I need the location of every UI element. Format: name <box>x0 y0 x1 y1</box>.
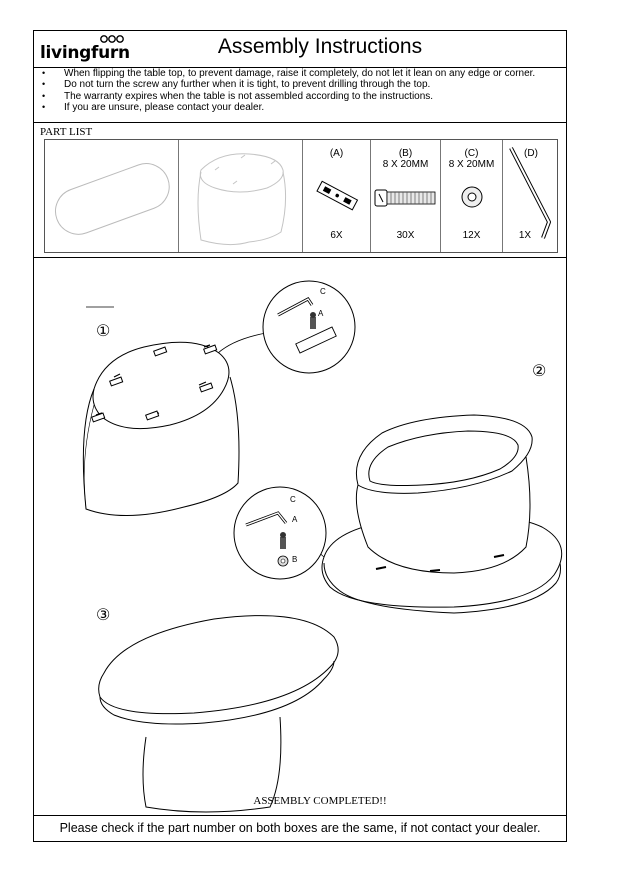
bracket-icon <box>316 180 359 211</box>
top-callout-label-a: A <box>318 309 324 318</box>
bolt-icon <box>374 189 436 207</box>
bottom-callout-label-b: B <box>292 555 298 564</box>
top-callout-circle <box>262 280 356 374</box>
assembly-diagram: ① ② ③ C A C A B ASSEMBLY COMPLETED!! <box>34 257 566 817</box>
bottom-callout-label-c: C <box>290 495 296 504</box>
part-a-code: (A) <box>329 148 344 159</box>
part-b-code: (B) <box>398 148 413 159</box>
part-list-table: (A) 6X (B) 8 X 20MM <box>44 139 558 253</box>
part-table-base <box>179 140 303 252</box>
part-b-spec: 8 X 20MM <box>382 159 429 170</box>
assembly-illustration <box>82 280 563 813</box>
step1-base-upside-down <box>82 341 240 517</box>
assembly-completed-text: ASSEMBLY COMPLETED!! <box>253 795 387 807</box>
footer-notice: Please check if the part number on both … <box>34 815 566 841</box>
part-b-cell: (B) 8 X 20MM 30X <box>371 140 441 252</box>
note-item: The warranty expires when the table is n… <box>34 91 566 103</box>
table-top-illustration <box>55 163 170 235</box>
step3-assembled-table <box>98 615 339 813</box>
header: livingfurn Assembly Instructions <box>34 31 566 68</box>
bottom-callout-circle <box>233 486 327 580</box>
part-list: PART LIST (A) <box>34 123 566 258</box>
logo-dots-icon <box>100 35 124 43</box>
part-table-top <box>45 140 179 252</box>
part-a-qty: 6X <box>330 230 343 241</box>
note-item: If you are unsure, please contact your d… <box>34 102 566 114</box>
part-d-cell: (D) 1X <box>503 140 559 252</box>
brand-name: livingfurn <box>40 43 130 63</box>
part-d-qty: 1X <box>518 230 532 241</box>
step-2-number: ② <box>532 361 547 380</box>
page-title: Assembly Instructions <box>217 35 423 58</box>
part-c-spec: 8 X 20MM <box>448 159 495 170</box>
part-c-code: (C) <box>464 148 479 159</box>
part-c-cell: (C) 8 X 20MM 12X <box>441 140 503 252</box>
part-b-qty: 30X <box>396 230 415 241</box>
washer-icon <box>461 186 483 208</box>
part-d-code: (D) <box>524 148 538 159</box>
part-list-title: PART LIST <box>40 126 93 138</box>
step-3-number: ③ <box>96 605 111 624</box>
top-callout-label-c: C <box>320 287 326 296</box>
part-a-cell: (A) 6X <box>303 140 371 252</box>
step2-base-on-top <box>321 414 563 614</box>
part-c-qty: 12X <box>462 230 481 241</box>
brand-logo: livingfurn <box>40 34 140 64</box>
note-item: Do not turn the screw any further when i… <box>34 79 566 91</box>
safety-notes: When flipping the table top, to prevent … <box>34 67 566 123</box>
step-1-number: ① <box>96 321 111 340</box>
allen-key-icon <box>509 147 551 239</box>
instruction-sheet: livingfurn Assembly Instructions When fl… <box>33 30 567 842</box>
table-base-illustration <box>197 153 287 246</box>
note-item: When flipping the table top, to prevent … <box>34 68 566 80</box>
bottom-callout-label-a: A <box>292 515 298 524</box>
